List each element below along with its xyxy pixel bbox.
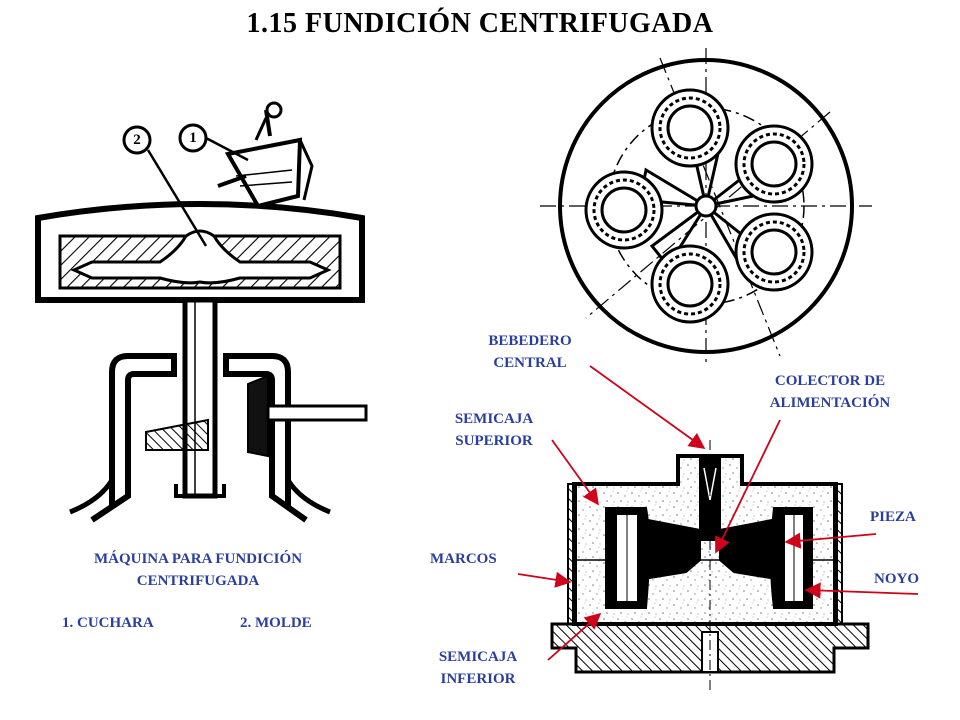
- label-marcos: MARCOS: [430, 551, 497, 567]
- callout-2-circle: [122, 125, 152, 155]
- label-colector-line1: COLECTOR DE: [774, 373, 886, 389]
- ladle-icon: [217, 101, 314, 209]
- label-colector: COLECTOR DE ALIMENTACIÓN: [740, 370, 920, 414]
- label-bebedero-line1: BEBEDERO: [488, 333, 572, 349]
- legend-cuchara: 1. CUCHARA: [62, 615, 154, 631]
- arrow-noyo: [804, 582, 919, 599]
- label-semicaja-inf-line1: SEMICAJA: [438, 649, 518, 665]
- machine-caption-line2: CENTRIFUGADA: [136, 573, 260, 589]
- arrow-pieza: [784, 532, 877, 549]
- callout-2-number: 2: [133, 132, 141, 148]
- label-pieza: PIEZA: [870, 509, 916, 525]
- callout-1-number: 1: [189, 130, 197, 146]
- callout-arrows: [517, 365, 919, 661]
- page-title: 1.15 FUNDICIÓN CENTRIFUGADA: [246, 8, 714, 39]
- centrifugal-machine-drawing: [35, 101, 368, 523]
- label-bebedero-line2: CENTRAL: [493, 355, 567, 371]
- arrow-bebedero: [589, 365, 706, 449]
- arrow-colector: [715, 419, 781, 554]
- label-semicaja-superior: SEMICAJA SUPERIOR: [434, 408, 554, 452]
- arrow-semicaja-superior: [551, 439, 599, 506]
- label-semicaja-inf-line2: INFERIOR: [440, 671, 516, 687]
- label-semicaja-sup-line1: SEMICAJA: [454, 411, 534, 427]
- label-bebedero-central: BEBEDERO CENTRAL: [470, 330, 590, 374]
- label-colector-line2: ALIMENTACIÓN: [769, 395, 891, 411]
- legend-molde: 2. MOLDE: [240, 615, 312, 631]
- label-semicaja-sup-line2: SUPERIOR: [455, 433, 533, 449]
- machine-caption-line1: MÁQUINA PARA FUNDICIÓN: [93, 551, 303, 567]
- mold-plan-view: [540, 48, 872, 364]
- mold-section-view: [550, 440, 870, 690]
- label-noyo: NOYO: [874, 571, 919, 587]
- arrow-marcos: [517, 571, 572, 588]
- machine-caption: MÁQUINA PARA FUNDICIÓN CENTRIFUGADA: [48, 548, 348, 592]
- label-semicaja-inferior: SEMICAJA INFERIOR: [418, 646, 538, 690]
- arrow-semicaja-inferior: [547, 612, 602, 661]
